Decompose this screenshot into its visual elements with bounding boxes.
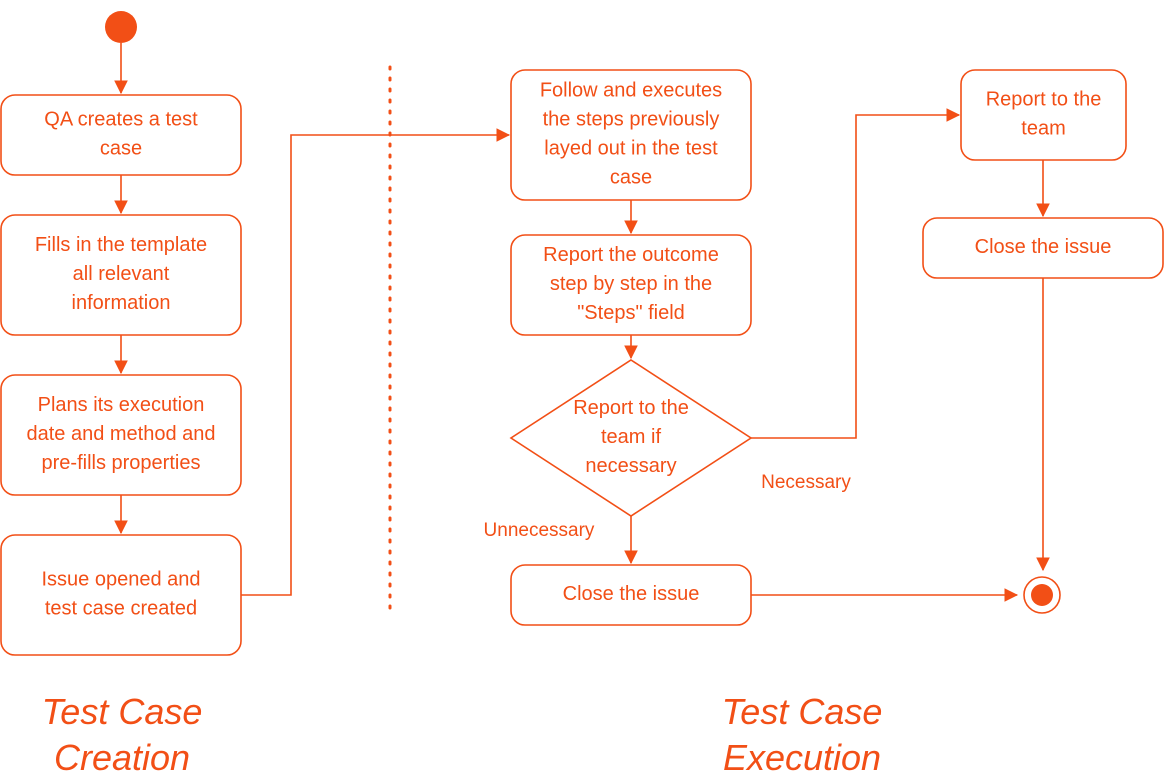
edge-report-team-to-close-issue-right-arrowhead: [1036, 203, 1050, 218]
node-close-issue-left-label: Close the issue: [563, 583, 700, 605]
node-issue-opened-box: [0, 534, 242, 656]
decision-report-to-team-diamond: [509, 359, 753, 517]
start-node-icon: [105, 11, 137, 43]
node-close-issue-left-box: [510, 564, 752, 626]
edge-issue-opened-to-follow-steps: [241, 134, 509, 596]
edge-label-unnecessary: Unnecessary: [484, 520, 595, 541]
edge-fills-template-to-plans-execution-arrowhead: [114, 360, 128, 375]
edge-start-to-qa-creates-arrowhead: [114, 80, 128, 95]
edge-report-outcome-to-decision-arrowhead: [624, 345, 638, 360]
edge-close-issue-left-to-end-arrowhead: [1004, 588, 1019, 602]
node-plans-execution-box: [0, 374, 242, 496]
node-report-outcome-box: [510, 234, 752, 336]
edge-qa-creates-to-fills-template-arrowhead: [114, 200, 128, 215]
node-follow-steps-box: [510, 69, 752, 201]
node-close-issue-left: Close the issue: [510, 564, 752, 626]
node-report-to-team-box: [960, 69, 1127, 161]
node-close-issue-right: Close the issue: [922, 217, 1164, 279]
edge-decision-to-report-team-arrowhead: [946, 108, 961, 122]
edge-label-necessary: Necessary: [761, 472, 851, 493]
edge-decision-to-report-team: [751, 114, 959, 439]
end-node-inner-dot: [1031, 584, 1053, 606]
node-close-issue-right-box: [922, 217, 1164, 279]
end-node-icon: [1023, 576, 1061, 614]
edge-close-issue-right-to-end-arrowhead: [1036, 557, 1050, 572]
node-qa-creates-test-case-box: [0, 94, 242, 176]
node-fills-template-box: [0, 214, 242, 336]
edge-plans-execution-to-issue-opened-arrowhead: [114, 520, 128, 535]
edge-decision-to-close-issue-left-arrowhead: [624, 550, 638, 565]
edge-follow-steps-to-report-outcome-arrowhead: [624, 220, 638, 235]
edge-issue-opened-to-follow-steps-arrowhead: [496, 128, 511, 142]
connector-layer: [114, 43, 1050, 617]
node-close-issue-right-label: Close the issue: [975, 236, 1112, 258]
